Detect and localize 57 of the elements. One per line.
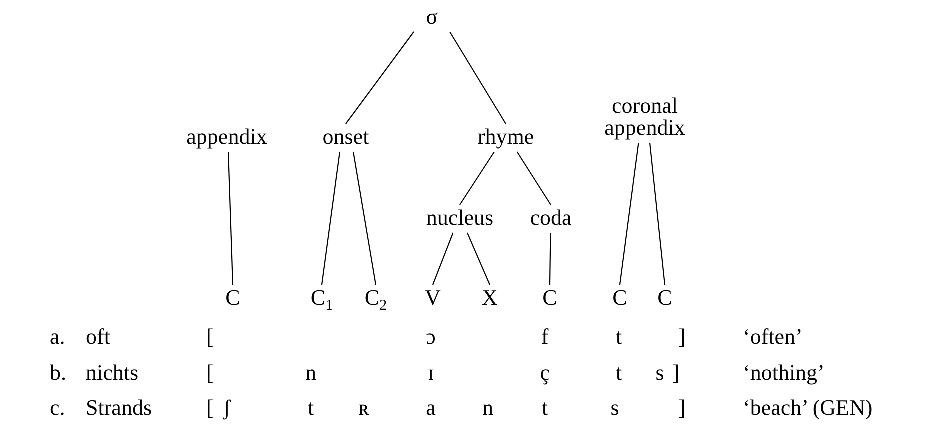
- transcription-text: n: [482, 396, 494, 420]
- tree-branch: [432, 232, 454, 286]
- tree-node-label: C: [612, 287, 628, 309]
- transcription-text: nichts: [86, 360, 139, 386]
- transcription-text: oft: [86, 324, 110, 350]
- tree-branch: [467, 232, 490, 286]
- transcription-text: c.: [50, 396, 66, 420]
- tree-node-label: V: [425, 287, 441, 309]
- transcription-text: ɔ: [426, 324, 436, 350]
- transcription-text: ç: [540, 360, 550, 386]
- tree-branch: [450, 32, 506, 124]
- transcription-text: b.: [50, 360, 66, 386]
- tree-node-label: coronal appendix: [595, 95, 695, 139]
- transcription-text: ‘beach’ (GEN): [743, 396, 873, 420]
- transcription-text: ‘nothing’: [743, 360, 825, 386]
- transcription-text: a: [426, 396, 436, 420]
- tree-node-label: C$_{1}$: [310, 287, 334, 309]
- tree-node-label: C: [226, 287, 240, 309]
- tree-branch: [549, 233, 552, 285]
- tree-node-label: C$_{2}$: [364, 287, 388, 309]
- transcription-text: [: [206, 324, 214, 350]
- transcription-text: ]: [678, 396, 686, 420]
- tree-node-label: nucleus: [426, 207, 494, 229]
- transcription-text: ]: [678, 324, 686, 350]
- tree-node-label: rhyme: [478, 126, 534, 148]
- transcription-text: ɪ: [428, 360, 434, 386]
- tree-branch: [649, 142, 666, 286]
- transcription-text: ʃ: [223, 396, 231, 420]
- tree-node-label: σ: [426, 6, 438, 28]
- tree-branch: [619, 142, 640, 286]
- tree-node-label: X: [482, 287, 498, 309]
- tree-node-label: C: [658, 287, 672, 309]
- tree-branch: [228, 152, 234, 286]
- tree-branch: [321, 152, 341, 286]
- transcription-text: a.: [50, 324, 66, 350]
- tree-branch: [460, 152, 495, 206]
- transcription-text: ʀ: [358, 396, 370, 420]
- tree-branch: [346, 32, 414, 124]
- tree-node-label: coda: [530, 207, 572, 229]
- transcription-text: f: [541, 324, 549, 350]
- transcription-text: Strands: [86, 396, 152, 420]
- tree-branch: [352, 152, 377, 286]
- tree-branch: [516, 152, 552, 206]
- transcription-text: t: [542, 396, 548, 420]
- transcription-text: s: [656, 360, 664, 386]
- tree-node-label: onset: [322, 126, 370, 148]
- transcription-text: [: [206, 396, 214, 420]
- transcription-text: s: [610, 396, 620, 420]
- tree-node-label: C: [542, 287, 558, 309]
- tree-node-label: appendix: [186, 126, 268, 148]
- transcription-text: t: [616, 360, 622, 386]
- transcription-text: t: [308, 396, 314, 420]
- transcription-text: ‘often’: [743, 324, 803, 350]
- transcription-text: t: [616, 324, 622, 350]
- transcription-text: ]: [672, 360, 680, 386]
- transcription-text: n: [306, 360, 316, 386]
- transcription-text: [: [206, 360, 214, 386]
